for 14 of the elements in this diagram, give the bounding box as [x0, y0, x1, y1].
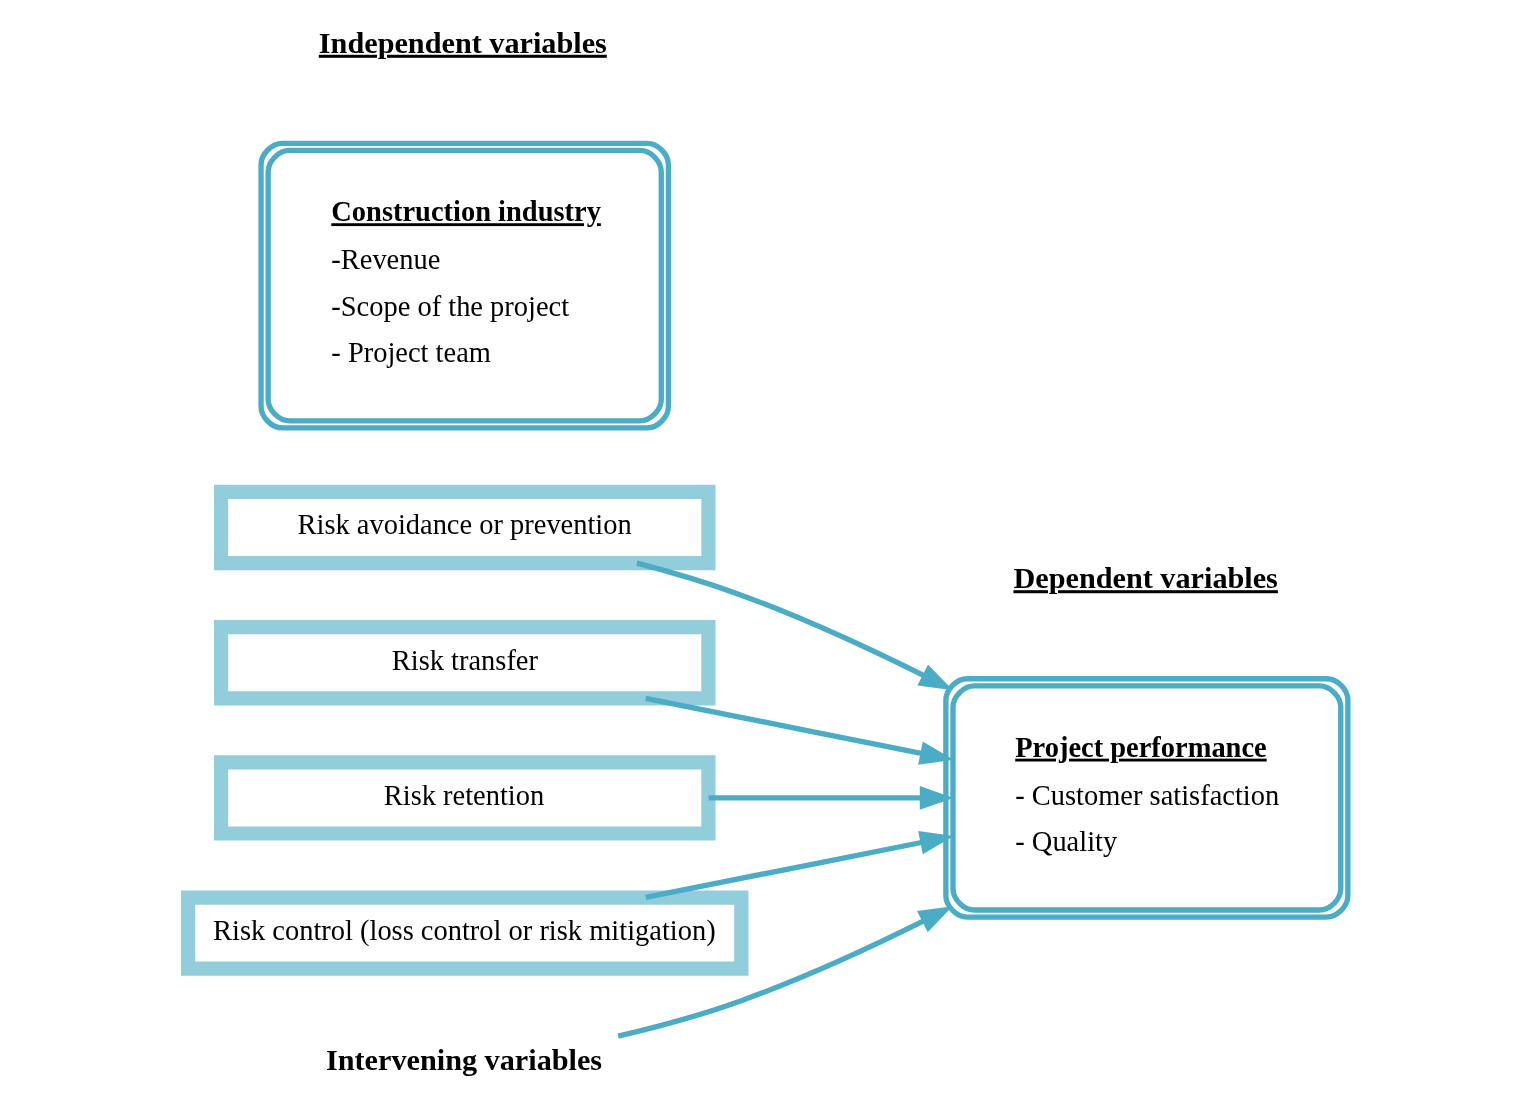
node-box: Risk retention [213, 755, 716, 841]
label: Independent variables [318, 25, 607, 60]
node-box: Risk transfer [213, 620, 716, 706]
arrow [644, 695, 954, 765]
arrow [708, 786, 954, 810]
node-box: Project performance - Customer satisfaction - Quality [942, 676, 1351, 920]
node-box: Construction industry -Revenue -Scope of the project - Project team [257, 140, 671, 431]
node-text: Intervening variables [325, 1043, 602, 1078]
label: Dependent variables [1012, 561, 1278, 596]
arrow [617, 906, 953, 1039]
node-box: Risk avoidance or prevention [213, 484, 716, 571]
arrow [644, 831, 954, 900]
arrow [635, 560, 953, 691]
node-box: Risk control (loss control or risk mitigation) [180, 890, 748, 976]
